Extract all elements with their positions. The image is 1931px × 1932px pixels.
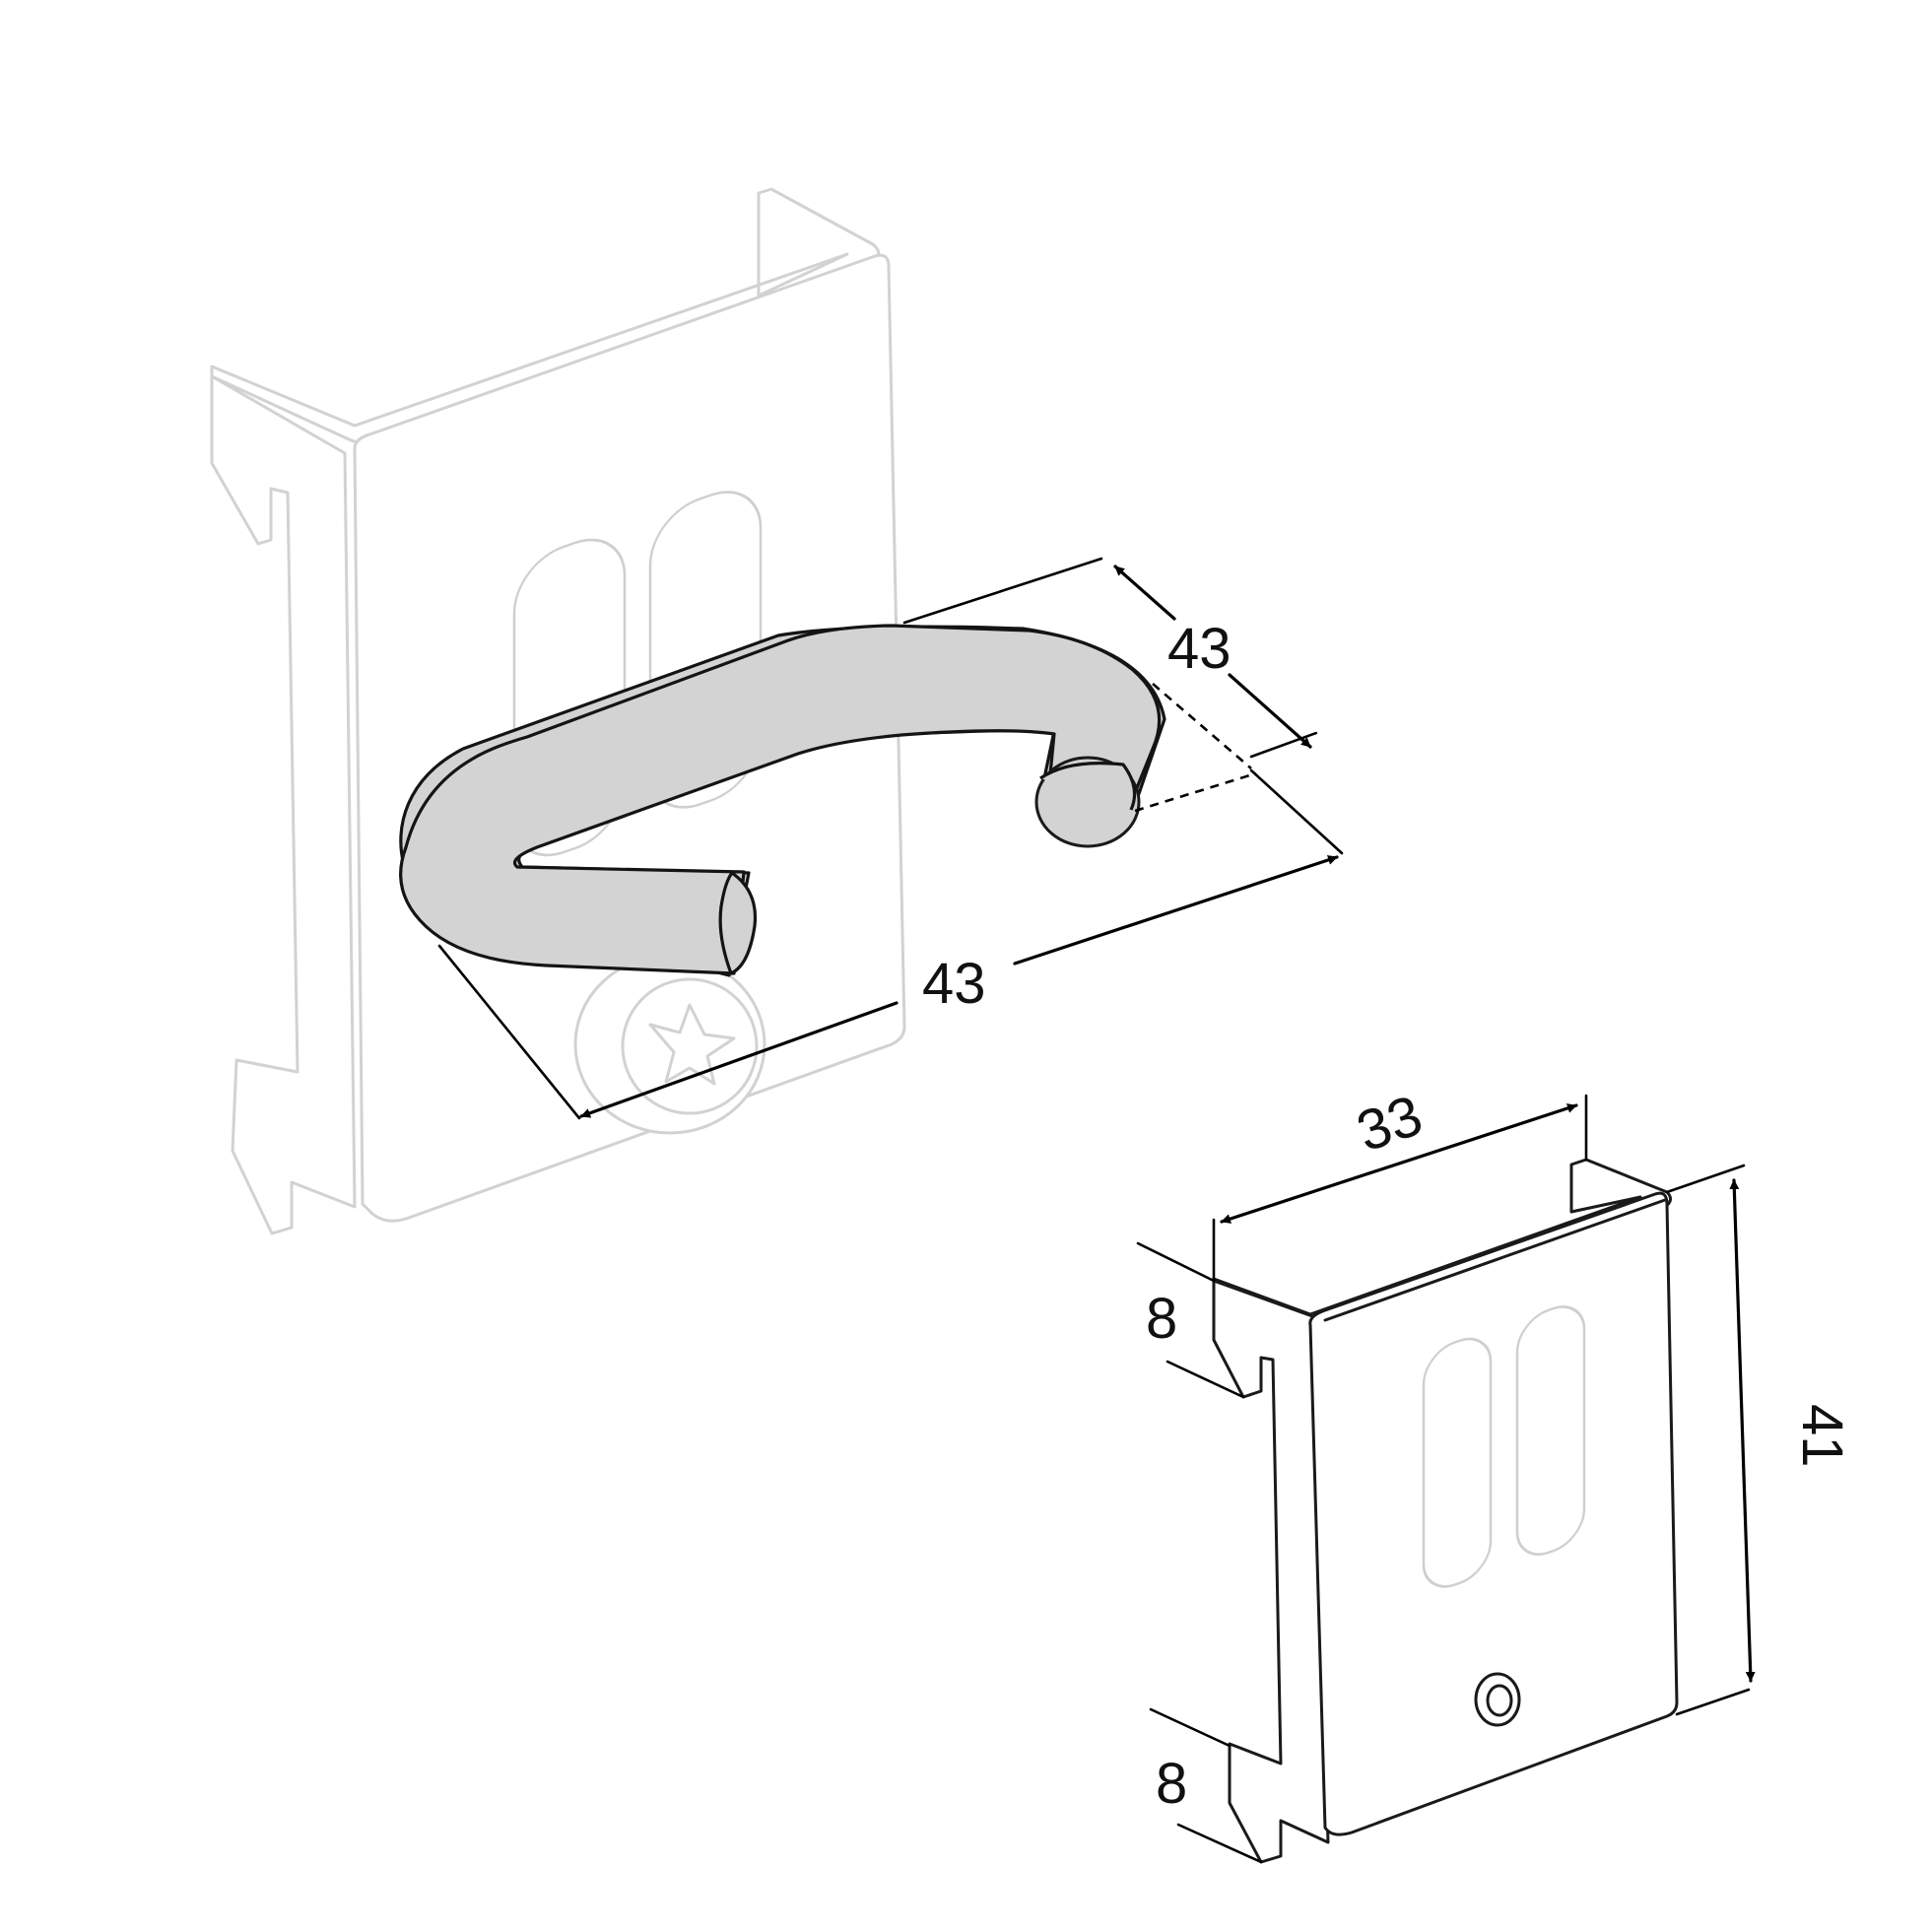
dim-arrow-length-a: [579, 1001, 899, 1118]
dim-label-tab-bottom: 8: [1156, 1752, 1187, 1816]
ext-line-length-left: [437, 944, 581, 1120]
plate-slot-left: [1422, 1337, 1493, 1588]
dim-label-tab-top: 8: [1146, 1287, 1177, 1351]
hook: [399, 624, 1166, 977]
dim-label-plate-width: 33: [1349, 1083, 1430, 1164]
plate-lip: [1323, 1198, 1667, 1322]
ghost-screw-inner: [621, 977, 759, 1115]
plate-left-side: [1212, 1279, 1330, 1864]
dim-arrow-depth-b: [1228, 673, 1312, 749]
ext-line-depth-top: [902, 557, 1103, 625]
plate-screw-hole-inner: [1486, 1684, 1513, 1717]
ext-line-height-bottom: [1675, 1688, 1751, 1716]
ghost-screw-cross-icon: [648, 1003, 736, 1086]
dash-line-tip-bottom: [1134, 771, 1257, 813]
plate-front-face: [1308, 1191, 1679, 1836]
ghost-slot-left: [512, 538, 627, 857]
dim-label-hook-depth: 43: [1167, 617, 1232, 681]
plate-slot-right: [1515, 1305, 1586, 1556]
hook-tip-shading: [1039, 762, 1137, 811]
dim-arrow-length-b: [1013, 855, 1339, 966]
dim-arrow-depth-a: [1113, 565, 1176, 621]
ghost-plate-left-side: [210, 374, 357, 1235]
hook-dimensions: 43 43: [437, 557, 1344, 1120]
ext-line-height-top: [1665, 1164, 1746, 1194]
ghost-slot-right: [648, 491, 763, 809]
hook-outline: [399, 624, 1162, 975]
ext-line-tab-bottom-b: [1176, 1823, 1263, 1864]
ext-line-tab-top-a: [1136, 1241, 1216, 1283]
ext-line-tab-bottom-a: [1149, 1707, 1232, 1748]
dim-label-plate-height: 41: [1790, 1404, 1854, 1468]
dim-arrow-plate-height: [1729, 1178, 1756, 1683]
dim-arrow-plate-width: [1220, 1103, 1578, 1224]
ext-line-tab-top-b: [1165, 1360, 1245, 1399]
ext-line-depth-bottom: [1249, 731, 1318, 759]
hook-left-cap: [718, 871, 758, 975]
plate: [1212, 1158, 1679, 1864]
ext-line-length-right: [1249, 768, 1344, 855]
dim-label-hook-length: 43: [922, 952, 986, 1016]
dash-line-tip-top: [1152, 683, 1252, 769]
